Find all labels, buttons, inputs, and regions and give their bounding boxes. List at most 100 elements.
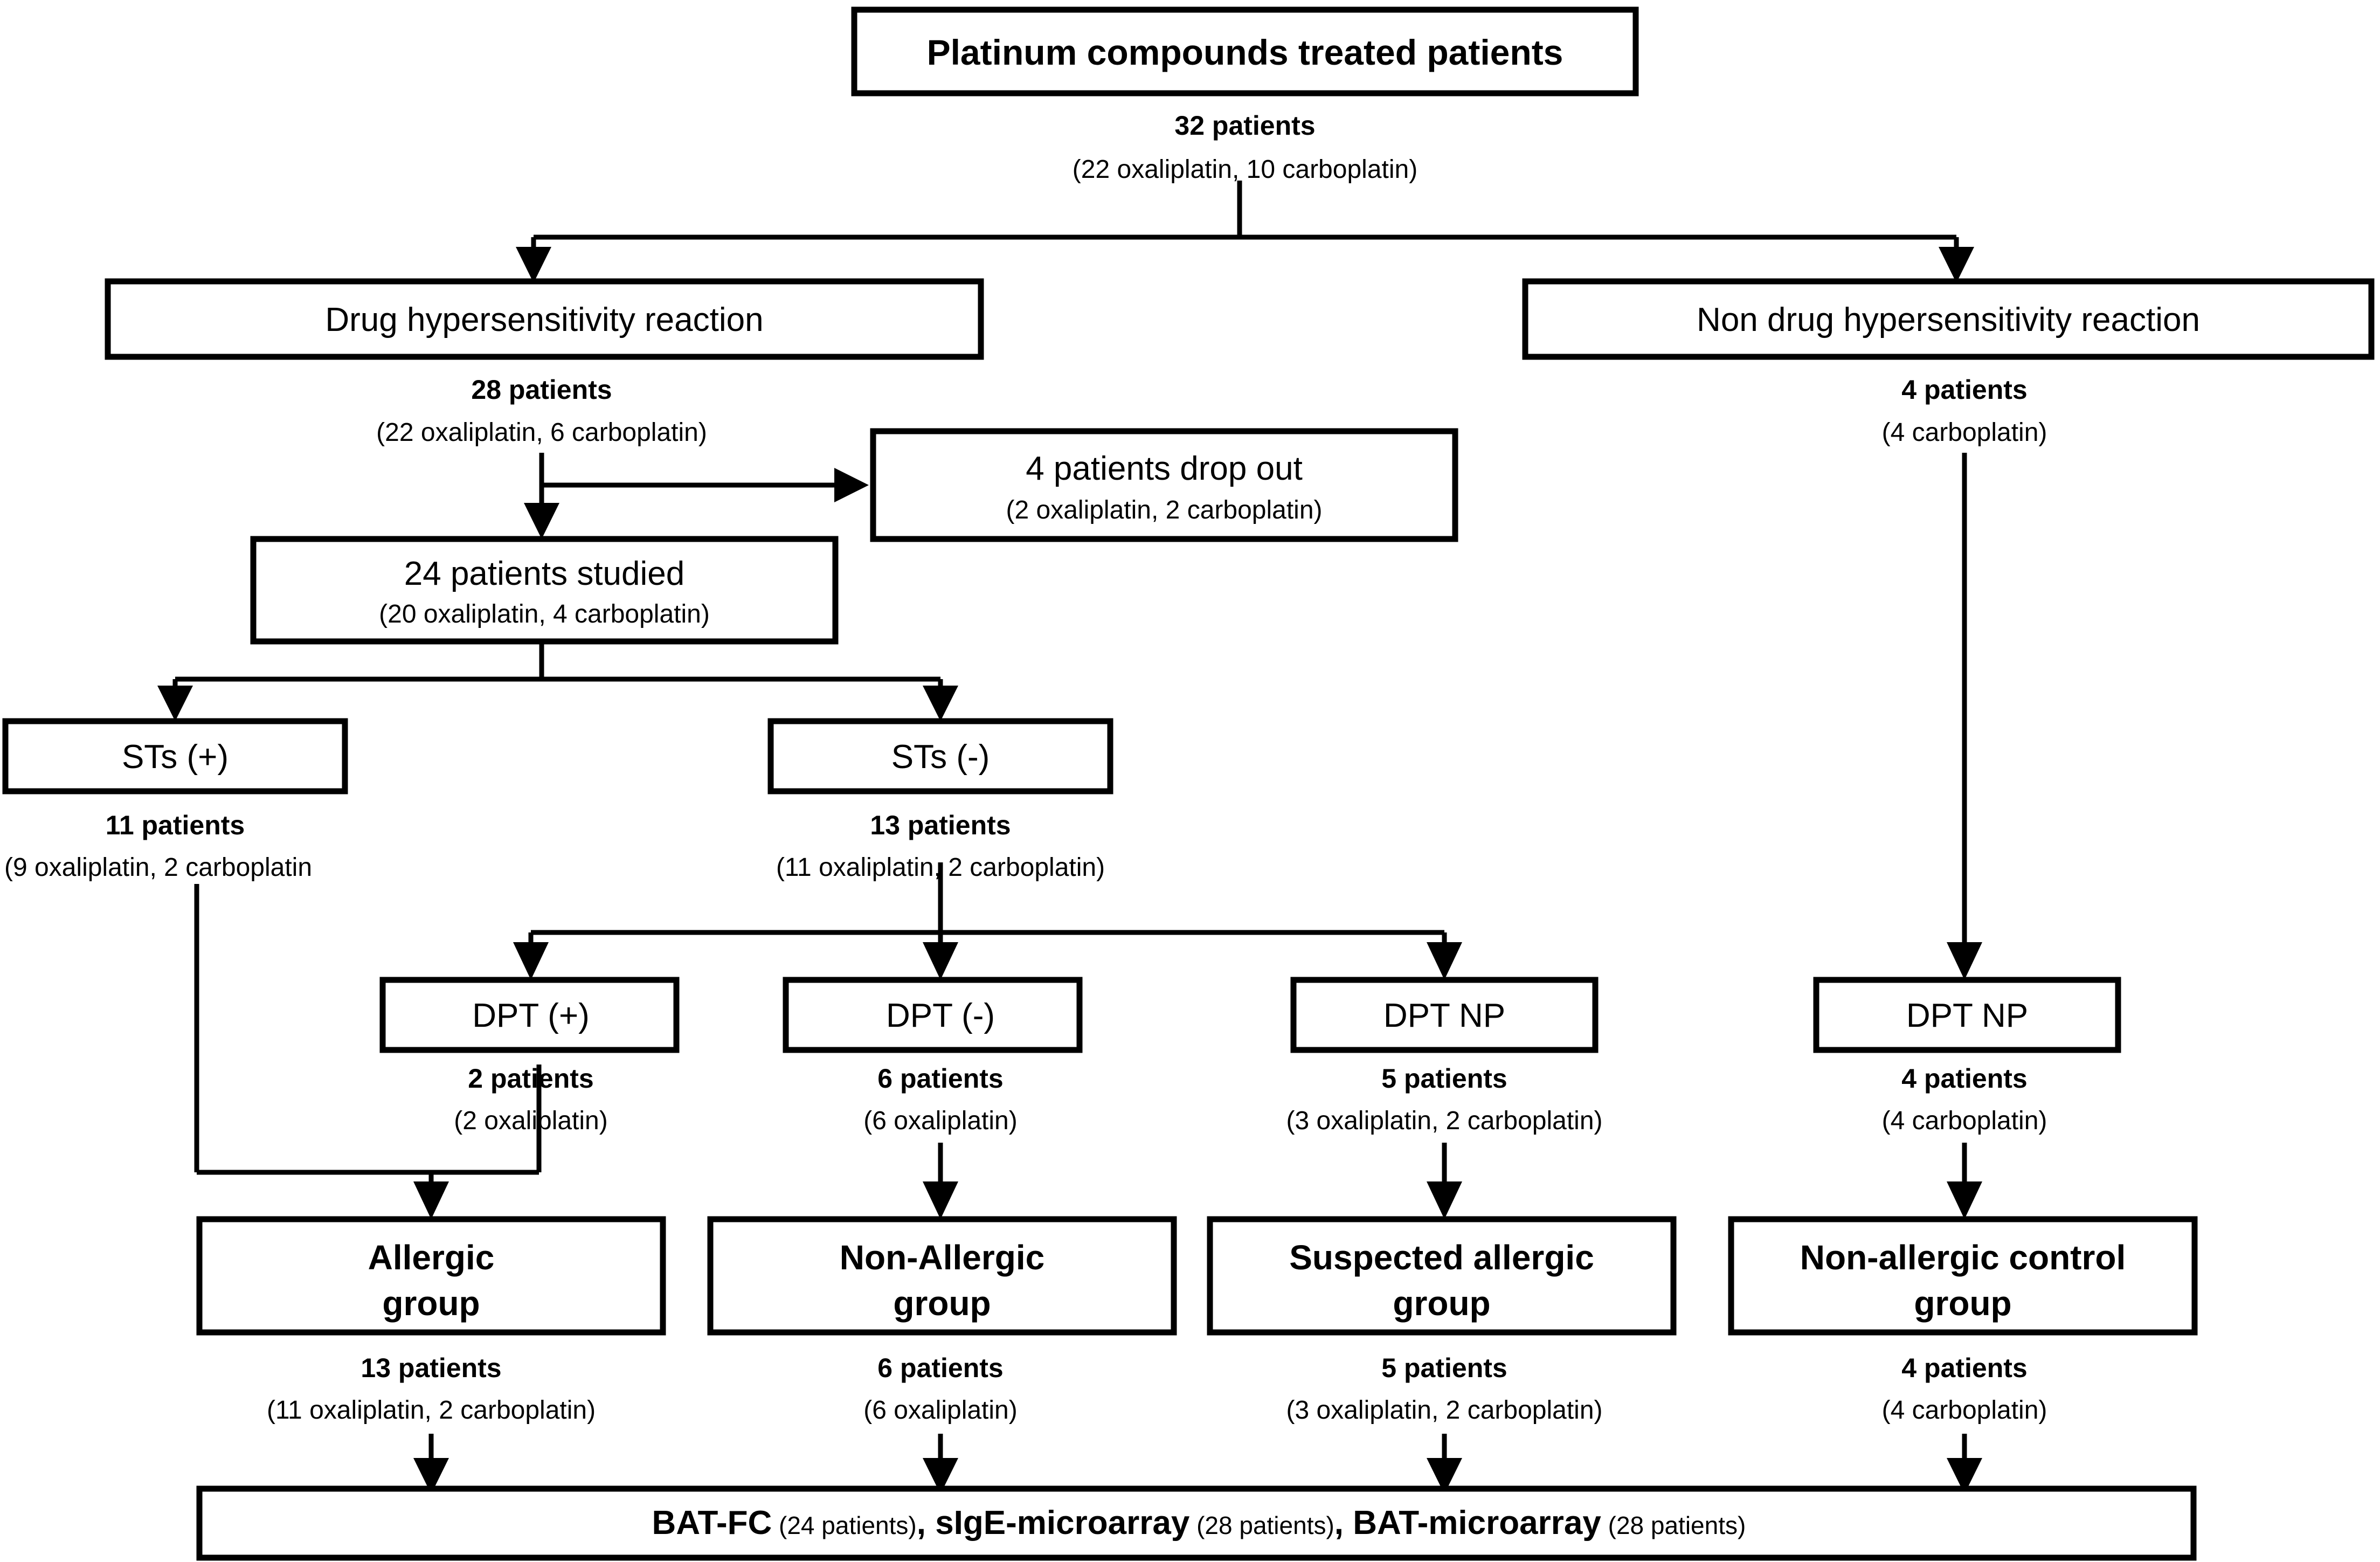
- arrowhead-nondhr: [1939, 247, 1974, 283]
- node-control-line2: group: [1914, 1284, 2011, 1323]
- assay-2-count: (28 patients): [1189, 1511, 1334, 1539]
- caption-non-allergic-detail: (6 oxaliplatin): [863, 1396, 1017, 1425]
- node-sts-pos-label: STs (+): [122, 738, 229, 776]
- caption-sts-neg-detail: (11 oxaliplatin, 2 carboplatin): [776, 853, 1105, 882]
- arrowhead-assays-4: [1947, 1458, 1982, 1494]
- node-non-allergic-control-group[interactable]: Non-allergic control group: [1728, 1216, 2198, 1336]
- arrowhead-sts-neg: [923, 686, 958, 721]
- arrowhead-suspected: [1427, 1181, 1462, 1219]
- caption-non-allergic-count: 6 patients: [877, 1353, 1003, 1383]
- assay-separator-1: ,: [917, 1504, 935, 1542]
- caption-dpt-neg-detail: (6 oxaliplatin): [863, 1107, 1017, 1135]
- caption-dpt-neg-count: 6 patients: [877, 1063, 1003, 1094]
- caption-sts-neg-count: 13 patients: [870, 810, 1011, 840]
- node-dpt-np-right[interactable]: DPT NP: [1813, 977, 2121, 1053]
- node-dpt-pos-label: DPT (+): [472, 997, 590, 1034]
- assay-1-count: (24 patients): [772, 1511, 916, 1539]
- node-dpt-neg-box[interactable]: [783, 977, 1083, 1053]
- node-nondhr-label: Non drug hypersensitivity reaction: [1697, 301, 2200, 338]
- node-patients-studied[interactable]: 24 patients studied (20 oxaliplatin, 4 c…: [250, 536, 839, 645]
- node-root[interactable]: Platinum compounds treated patients: [851, 6, 1639, 96]
- caption-dpt-np-right-count: 4 patients: [1901, 1063, 2027, 1094]
- node-studied-line1: 24 patients studied: [404, 555, 685, 592]
- node-dropout-box[interactable]: [870, 428, 1458, 542]
- node-non-allergic-group[interactable]: Non-Allergic group: [707, 1216, 1177, 1336]
- arrowhead-non-allergic: [923, 1181, 958, 1219]
- node-sts-positive[interactable]: STs (+): [2, 718, 348, 794]
- assay-2-name: sIgE-microarray: [935, 1504, 1190, 1542]
- caption-sts-pos-count: 11 patients: [106, 810, 245, 840]
- caption-dpt-np-right-detail: (4 carboplatin): [1882, 1107, 2047, 1135]
- node-suspected-line1: Suspected allergic: [1289, 1238, 1594, 1277]
- node-dpt-np-left-box[interactable]: [1290, 977, 1599, 1053]
- connector-layer: [157, 181, 1982, 1494]
- caption-dpt-pos-detail: (2 oxaliplatin): [454, 1107, 607, 1135]
- node-root-label: Platinum compounds treated patients: [927, 32, 1563, 72]
- node-allergic-group[interactable]: Allergic group: [196, 1216, 666, 1336]
- node-control-line1: Non-allergic control: [1800, 1238, 2126, 1277]
- caption-suspected-detail: (3 oxaliplatin, 2 carboplatin): [1286, 1396, 1603, 1425]
- node-dhr-box[interactable]: [105, 278, 984, 360]
- node-dpt-np-left[interactable]: DPT NP: [1290, 977, 1599, 1053]
- arrowhead-studied: [524, 503, 559, 539]
- node-dpt-np-left-label: DPT NP: [1383, 997, 1505, 1034]
- caption-control-detail: (4 carboplatin): [1882, 1396, 2047, 1425]
- node-dropout[interactable]: 4 patients drop out (2 oxaliplatin, 2 ca…: [870, 428, 1458, 542]
- caption-sts-pos-detail: (9 oxaliplatin, 2 carboplatin: [4, 853, 312, 882]
- node-assays-text: BAT-FC (24 patients), sIgE-microarray (2…: [635, 1504, 1758, 1542]
- node-assays-box[interactable]: [196, 1485, 2197, 1561]
- node-dpt-np-right-label: DPT NP: [1906, 997, 2028, 1034]
- node-non-allergic-line2: group: [893, 1284, 991, 1323]
- caption-dhr-detail: (22 oxaliplatin, 6 carboplatin): [376, 418, 707, 447]
- node-dpt-negative[interactable]: DPT (-): [783, 977, 1083, 1053]
- node-suspected-allergic-group[interactable]: Suspected allergic group: [1207, 1216, 1677, 1336]
- node-non-allergic-line1: Non-Allergic: [840, 1238, 1044, 1277]
- caption-dhr-count: 28 patients: [471, 375, 612, 405]
- node-assays-bar[interactable]: BAT-FC (24 patients), sIgE-microarray (2…: [196, 1485, 2197, 1561]
- arrowhead-assays-3: [1427, 1458, 1462, 1494]
- node-non-allergic-box[interactable]: [707, 1216, 1177, 1336]
- arrowhead-dpt-np-right: [1947, 942, 1982, 980]
- node-sts-negative[interactable]: STs (-): [767, 718, 1113, 794]
- node-studied-line2: (20 oxaliplatin, 4 carboplatin): [379, 600, 710, 628]
- arrowhead-allergic: [413, 1181, 449, 1219]
- caption-allergic-count: 13 patients: [361, 1353, 501, 1383]
- node-dpt-positive[interactable]: DPT (+): [379, 977, 680, 1053]
- arrowhead-control: [1947, 1181, 1982, 1219]
- arrowhead-dpt-pos: [513, 942, 549, 980]
- node-nondhr-box[interactable]: [1522, 278, 2375, 360]
- node-non-drug-hypersensitivity-reaction[interactable]: Non drug hypersensitivity reaction: [1522, 278, 2375, 360]
- node-allergic-line1: Allergic: [368, 1238, 495, 1277]
- caption-allergic-detail: (11 oxaliplatin, 2 carboplatin): [267, 1396, 596, 1425]
- node-studied-box[interactable]: [250, 536, 839, 645]
- assay-1-name: BAT-FC: [652, 1504, 772, 1542]
- node-dpt-neg-label: DPT (-): [886, 997, 995, 1034]
- node-dropout-line2: (2 oxaliplatin, 2 carboplatin): [1006, 496, 1323, 524]
- caption-dpt-np-left-count: 5 patients: [1381, 1063, 1507, 1094]
- node-dhr-label: Drug hypersensitivity reaction: [325, 301, 763, 338]
- arrowhead-dpt-neg: [923, 942, 958, 980]
- caption-suspected-count: 5 patients: [1381, 1353, 1507, 1383]
- node-allergic-line2: group: [382, 1284, 480, 1323]
- node-drug-hypersensitivity-reaction[interactable]: Drug hypersensitivity reaction: [105, 278, 984, 360]
- node-dpt-np-right-box[interactable]: [1813, 977, 2121, 1053]
- node-root-box[interactable]: [851, 6, 1639, 96]
- assay-separator-2: ,: [1334, 1504, 1353, 1542]
- node-control-box[interactable]: [1728, 1216, 2198, 1336]
- arrowhead-sts-pos: [157, 686, 193, 721]
- caption-dpt-pos-count: 2 patients: [468, 1063, 593, 1094]
- caption-control-count: 4 patients: [1901, 1353, 2027, 1383]
- arrowhead-dhr: [516, 247, 551, 283]
- assay-3-count: (28 patients): [1601, 1511, 1746, 1539]
- caption-nondhr-count: 4 patients: [1901, 375, 2027, 405]
- node-dpt-pos-box[interactable]: [379, 977, 680, 1053]
- caption-root-detail: (22 oxaliplatin, 10 carboplatin): [1073, 155, 1417, 184]
- caption-nondhr-detail: (4 carboplatin): [1882, 418, 2047, 447]
- node-dropout-line1: 4 patients drop out: [1026, 450, 1303, 487]
- node-allergic-box[interactable]: [196, 1216, 666, 1336]
- arrowhead-assays-2: [923, 1458, 958, 1494]
- node-suspected-box[interactable]: [1207, 1216, 1677, 1336]
- node-sts-pos-box[interactable]: [2, 718, 348, 794]
- node-sts-neg-box[interactable]: [767, 718, 1113, 794]
